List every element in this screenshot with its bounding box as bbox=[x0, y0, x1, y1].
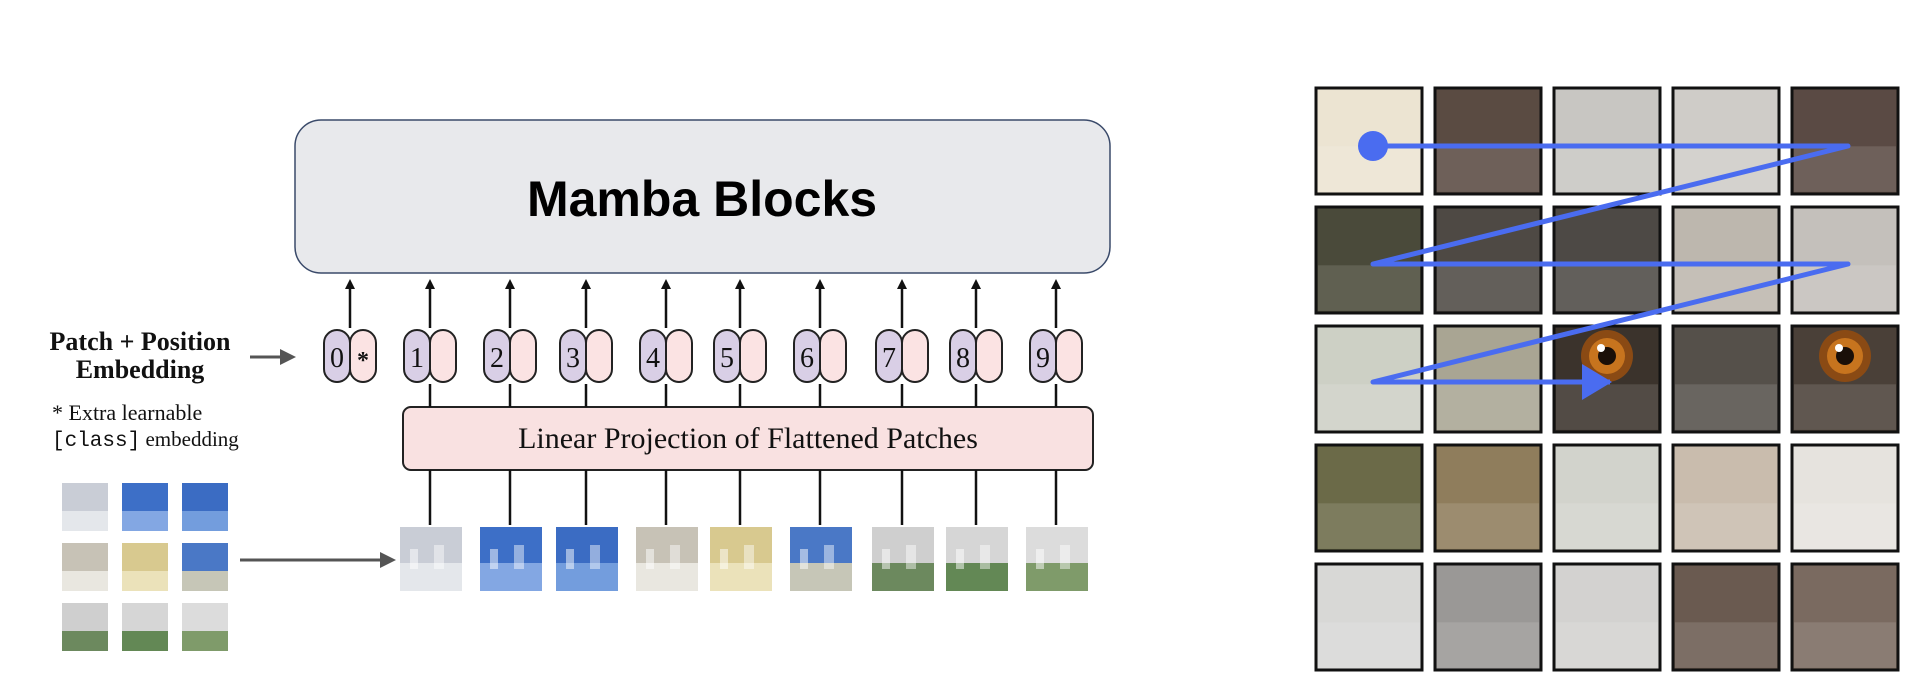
scan-path bbox=[1358, 131, 1851, 400]
patch-thumbnail bbox=[946, 527, 1008, 591]
patch-embedding-capsule bbox=[349, 329, 377, 383]
scan-patch-grid bbox=[1314, 86, 1900, 672]
patch-embedding-capsule bbox=[1055, 329, 1083, 383]
token-6: 6 bbox=[793, 329, 847, 383]
scan-grid-tile bbox=[1314, 562, 1424, 672]
token-index-label: 3 bbox=[566, 343, 580, 374]
patch-embedding-capsule bbox=[975, 329, 1003, 383]
patch-thumbnail bbox=[480, 527, 542, 591]
patch-embedding-capsule bbox=[665, 329, 693, 383]
scan-grid-tile bbox=[1552, 205, 1662, 315]
patch-embedding-capsule bbox=[509, 329, 537, 383]
scan-grid-tile bbox=[1790, 443, 1900, 553]
scan-grid-tile bbox=[1671, 324, 1781, 434]
patch-embedding-capsule bbox=[901, 329, 929, 383]
scan-end-arrowhead bbox=[1582, 364, 1612, 400]
snake-eye-icon bbox=[1581, 330, 1633, 382]
scan-grid-tile bbox=[1552, 443, 1662, 553]
scan-grid-tile bbox=[1552, 86, 1662, 196]
extra-note-line2: [class] embedding bbox=[52, 427, 239, 453]
extra-note-line1: * Extra learnable bbox=[52, 400, 202, 425]
token-2: 2 bbox=[483, 329, 537, 383]
scan-grid-tile bbox=[1671, 205, 1781, 315]
source-image-patch bbox=[122, 483, 168, 531]
patch-embedding-capsule bbox=[739, 329, 767, 383]
token-index-label: 4 bbox=[646, 343, 660, 374]
token-0: 0* bbox=[323, 329, 377, 383]
scan-grid-tile bbox=[1314, 205, 1424, 315]
patch-lines bbox=[428, 384, 1058, 525]
patch-thumbnail-row bbox=[400, 527, 1088, 591]
token-index-label: 2 bbox=[490, 343, 504, 374]
snake-eye-icon bbox=[1819, 330, 1871, 382]
mamba-blocks-label: Mamba Blocks bbox=[527, 171, 877, 227]
token-3: 3 bbox=[559, 329, 613, 383]
source-image-patch bbox=[182, 483, 228, 531]
token-index-label: 1 bbox=[410, 343, 424, 374]
patch-thumbnail bbox=[636, 527, 698, 591]
source-image-patch bbox=[182, 543, 228, 591]
token-index-label: 9 bbox=[1036, 343, 1050, 374]
embedding-label-line1: Patch + Position bbox=[50, 327, 231, 356]
scan-grid-tile bbox=[1790, 205, 1900, 315]
patch-thumbnail bbox=[872, 527, 934, 591]
token-9: 9 bbox=[1029, 329, 1083, 383]
token-index-label: 8 bbox=[956, 343, 970, 374]
source-image-patch bbox=[122, 603, 168, 651]
source-image-grid bbox=[62, 483, 228, 651]
token-1: 1 bbox=[403, 329, 457, 383]
patch-thumbnail bbox=[710, 527, 772, 591]
source-image-patch bbox=[62, 603, 108, 651]
scan-grid-tile bbox=[1314, 443, 1424, 553]
patch-embedding-capsule bbox=[429, 329, 457, 383]
linear-projection-label: Linear Projection of Flattened Patches bbox=[518, 422, 978, 455]
token-4: 4 bbox=[639, 329, 693, 383]
scan-grid-tile bbox=[1433, 86, 1543, 196]
embedding-label-line2: Embedding bbox=[76, 355, 205, 384]
token-index-label: 6 bbox=[800, 343, 814, 374]
token-index-label: 5 bbox=[720, 343, 734, 374]
scan-zigzag-line bbox=[1370, 143, 1851, 385]
source-image-patch bbox=[62, 543, 108, 591]
patch-thumbnail bbox=[790, 527, 852, 591]
scan-grid-tile bbox=[1790, 562, 1900, 672]
scan-grid-tile bbox=[1790, 86, 1900, 196]
token-5: 5 bbox=[713, 329, 767, 383]
token-arrows bbox=[345, 279, 1061, 328]
scan-grid-tile bbox=[1433, 443, 1543, 553]
patch-thumbnail bbox=[400, 527, 462, 591]
scan-grid-tile bbox=[1552, 562, 1662, 672]
patch-embedding-capsule bbox=[585, 329, 613, 383]
token-7: 7 bbox=[875, 329, 929, 383]
token-index-label: 7 bbox=[882, 343, 896, 374]
scan-grid-tile bbox=[1314, 86, 1424, 196]
source-image-patch bbox=[122, 543, 168, 591]
linear-projection-box bbox=[402, 406, 1094, 471]
source-image-patch bbox=[62, 483, 108, 531]
scan-grid-tile bbox=[1314, 324, 1424, 434]
extra-note-rest: embedding bbox=[140, 427, 239, 451]
scan-grid-tile bbox=[1433, 562, 1543, 672]
scan-grid-tile bbox=[1671, 562, 1781, 672]
scan-grid-tile bbox=[1433, 205, 1543, 315]
token-8: 8 bbox=[949, 329, 1003, 383]
scan-grid-tile bbox=[1671, 443, 1781, 553]
mamba-blocks-box bbox=[294, 119, 1111, 274]
patch-embedding-capsule bbox=[819, 329, 847, 383]
source-image-patch bbox=[182, 603, 228, 651]
patch-thumbnail bbox=[1026, 527, 1088, 591]
patch-thumbnail bbox=[556, 527, 618, 591]
class-token-marker: * bbox=[357, 348, 369, 374]
class-code: [class] bbox=[52, 430, 140, 453]
token-index-label: 0 bbox=[330, 343, 344, 374]
